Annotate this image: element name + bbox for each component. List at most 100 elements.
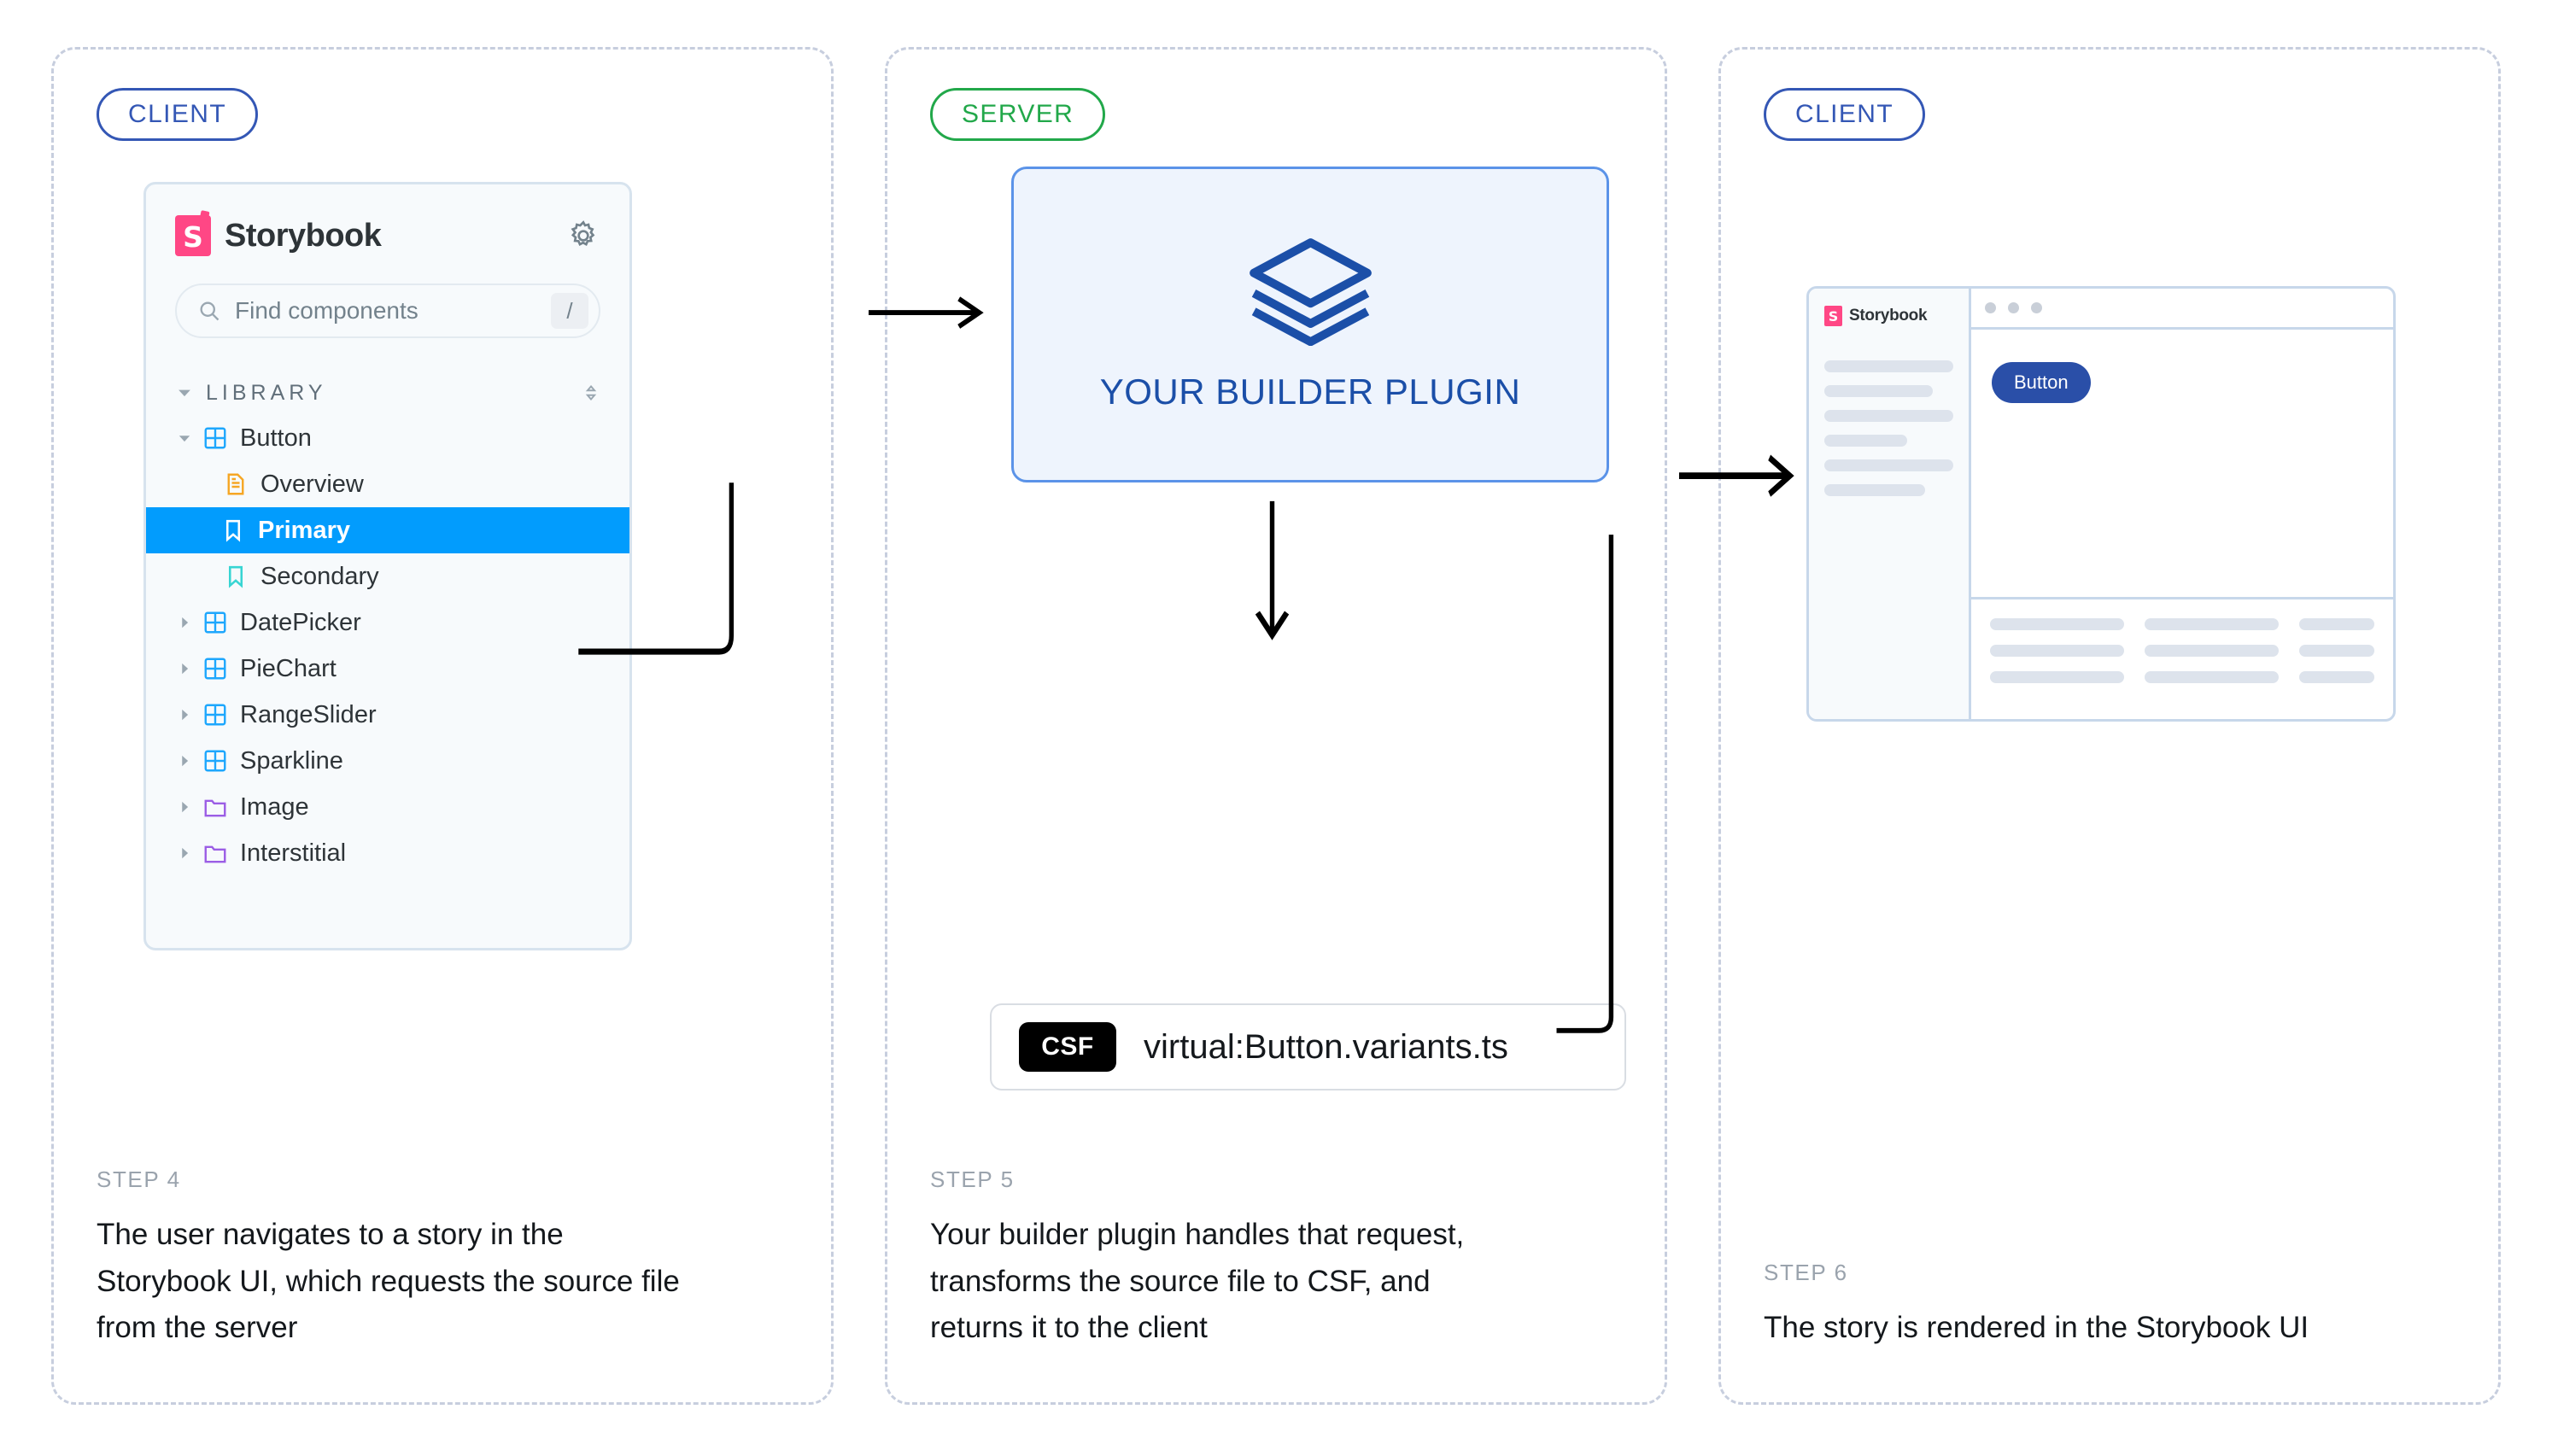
library-section-label: LIBRARY [206,380,327,405]
tree-item-label: DatePicker [240,608,361,636]
preview-toolbar [1971,289,2393,330]
skeleton-bar [2145,618,2279,630]
preview-addons-panel [1971,597,2393,719]
preview-sidebar: Storybook [1809,289,1971,719]
component-icon [202,702,228,728]
preview-main: Button [1971,289,2393,719]
search-shortcut-key: / [551,293,588,329]
panel-client-step4: CLIENT Storybook [51,47,834,1405]
caption-step6: STEP 6 The story is rendered in the Stor… [1764,1260,2455,1402]
builder-plugin-box: YOUR BUILDER PLUGIN [1011,167,1609,482]
step-kicker-4: STEP 4 [97,1167,181,1193]
tree-item-sparkline[interactable]: Sparkline [146,738,629,784]
chevron-right-icon[interactable] [175,705,194,724]
tree-item-overview[interactable]: Overview [146,461,629,507]
csf-badge: CSF [1019,1022,1116,1072]
bookmark-icon [220,517,246,543]
tree-item-label: PieChart [240,654,337,682]
tree-item-secondary[interactable]: Secondary [146,553,629,599]
skeleton-bar [1824,410,1953,422]
chevron-right-icon[interactable] [175,613,194,632]
chevron-right-icon[interactable] [175,798,194,816]
component-icon [202,656,228,681]
caption-step4: STEP 4 The user navigates to a story in … [97,1167,788,1402]
storybook-sidebar-card: Storybook Find components [143,182,632,950]
storybook-logo-icon-small [1824,306,1842,326]
preview-brand-label: Storybook [1849,307,1928,325]
caption-step5: STEP 5 Your builder plugin handles that … [930,1167,1622,1402]
tree-item-label: RangeSlider [240,700,377,728]
search-icon [197,299,221,323]
skeleton-bar [1824,435,1907,447]
storybook-title: Storybook [225,217,382,254]
tree-item-label: Interstitial [240,839,347,867]
storybook-logo-icon [175,210,211,256]
toolbar-dot [2031,302,2042,313]
skeleton-bar [1824,360,1953,372]
preview-brand: Storybook [1824,306,1953,326]
skeleton-bar [1824,459,1953,471]
sort-icon[interactable] [582,383,600,402]
tree-item-primary[interactable]: Primary [146,507,629,553]
tree-item-image[interactable]: Image [146,784,629,830]
addon-column [2145,618,2279,719]
panel-client-step6: CLIENT Storybook Button [1679,47,2501,1405]
skeleton-bar [2299,671,2374,683]
tree-item-label: Image [240,792,309,821]
gear-icon[interactable] [566,219,600,253]
step-text-5: Your builder plugin handles that request… [930,1218,1465,1344]
storybook-header: Storybook [146,184,629,256]
folder-icon [202,840,228,866]
chevron-right-icon[interactable] [175,751,194,770]
library-section-header[interactable]: LIBRARY [146,376,629,410]
tree-item-label: Button [240,424,312,452]
skeleton-bar [1990,671,2124,683]
tree-item-piechart[interactable]: PieChart [146,646,629,692]
tree-item-label: Overview [260,470,364,498]
folder-icon [202,794,228,820]
component-icon [202,610,228,635]
tree-item-label: Primary [258,516,351,544]
preview-sidebar-skeleton [1824,360,1953,496]
bookmark-icon [223,564,249,589]
step-text-4: The user navigates to a story in the Sto… [97,1218,680,1344]
addon-column [1990,618,2124,719]
tree-item-interstitial[interactable]: Interstitial [146,830,629,876]
csf-file-path: virtual:Button.variants.ts [1144,1027,1508,1066]
skeleton-bar [1990,618,2124,630]
search-input[interactable]: Find components / [175,284,600,338]
skeleton-bar [2299,618,2374,630]
addon-column [2299,618,2374,719]
chevron-down-icon[interactable] [175,429,194,447]
skeleton-bar [2145,645,2279,657]
tree-item-rangeslider[interactable]: RangeSlider [146,692,629,738]
stage-center: YOUR BUILDER PLUGIN CSF virtual:Button.v… [869,141,1626,1146]
zone-badge-client-right: CLIENT [1764,88,1926,141]
zone-badge-server: SERVER [930,88,1106,141]
step-kicker-5: STEP 5 [930,1167,1015,1193]
panel-server-step5: SERVER YOUR BUILDER PLUGIN [869,47,1667,1405]
preview-canvas: Button [1971,330,2393,597]
stage-left: Storybook Find components [97,141,788,1146]
skeleton-bar [1824,484,1925,496]
skeleton-bar [2145,671,2279,683]
tree-item-button[interactable]: Button [146,415,629,461]
skeleton-bar [1990,645,2124,657]
chevron-right-icon[interactable] [175,844,194,862]
layers-icon [1244,237,1377,346]
tree-item-label: Sparkline [240,746,343,775]
tree-item-label: Secondary [260,562,379,590]
preview-button[interactable]: Button [1992,362,2091,403]
step-text-6: The story is rendered in the Storybook U… [1764,1310,2309,1344]
chevron-right-icon[interactable] [175,659,194,678]
toolbar-dot [1985,302,1996,313]
tree-item-datepicker[interactable]: DatePicker [146,599,629,646]
step-kicker-6: STEP 6 [1764,1259,1848,1285]
search-placeholder: Find components [235,297,419,324]
stage-right: Storybook Button [1679,141,2455,1239]
document-icon [223,471,249,497]
storybook-logo-flag [198,210,210,225]
component-icon [202,425,228,451]
